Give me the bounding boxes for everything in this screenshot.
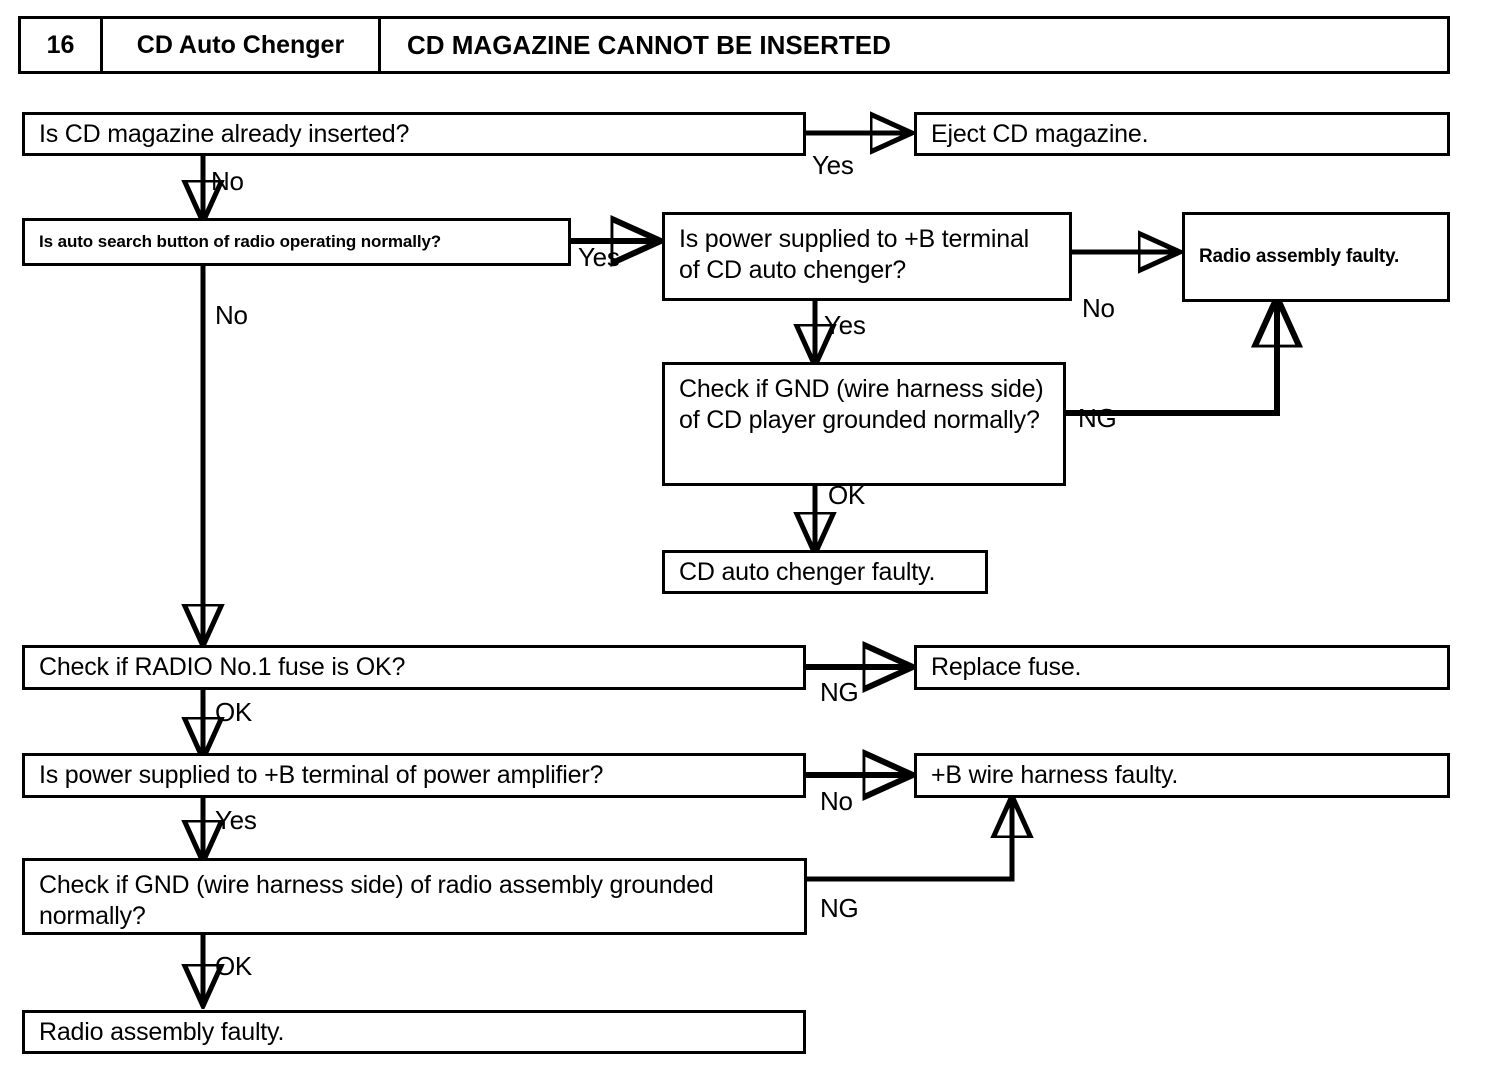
node-r6-box[interactable]: Radio assembly faulty. (22, 1010, 806, 1054)
header-table: 16 CD Auto Chenger CD MAGAZINE CANNOT BE… (18, 16, 1450, 74)
node-q3-label: Is power supplied to +B terminal of CD a… (679, 225, 1030, 284)
node-r1-label: Eject CD magazine. (931, 119, 1149, 148)
node-r5-label: +B wire harness faulty. (931, 761, 1179, 790)
node-q7-box[interactable]: Check if GND (wire harness side) of radi… (22, 858, 807, 935)
node-r3-label: CD auto chenger faulty. (679, 557, 936, 586)
edge-label-q3-no: No (1082, 293, 1115, 323)
node-q4-label: Check if GND (wire harness side) of CD p… (679, 375, 1044, 434)
edge-label-q4-ok: OK (828, 480, 865, 510)
node-r2-box[interactable]: Radio assembly faulty. (1182, 212, 1450, 302)
node-r6-label: Radio assembly faulty. (39, 1017, 285, 1046)
header-number-cell: 16 (21, 19, 103, 71)
edge-label-q4-ng: NG (1078, 403, 1117, 433)
edge-label-q7-ok: OK (215, 951, 252, 981)
node-q6-box[interactable]: Is power supplied to +B terminal of powe… (22, 753, 806, 798)
edge-label-q7-ng: NG (820, 893, 859, 923)
header-title-cell: CD MAGAZINE CANNOT BE INSERTED (407, 29, 891, 60)
node-q1-box[interactable]: Is CD magazine already inserted? (22, 112, 806, 156)
node-q4-box[interactable]: Check if GND (wire harness side) of CD p… (662, 362, 1066, 486)
node-q5-box[interactable]: Check if RADIO No.1 fuse is OK? (22, 645, 806, 690)
edge-label-q3-yes: Yes (824, 310, 866, 340)
edge-label-q1-yes: Yes (812, 150, 854, 180)
edge-label-q5-ok: OK (215, 697, 252, 727)
header-system-cell: CD Auto Chenger (103, 19, 381, 71)
node-r2-label: Radio assembly faulty. (1199, 246, 1400, 268)
node-r5-box[interactable]: +B wire harness faulty. (914, 753, 1450, 798)
node-q1-label: Is CD magazine already inserted? (39, 119, 410, 148)
node-r1-box[interactable]: Eject CD magazine. (914, 112, 1450, 156)
edge-label-q6-yes: Yes (215, 805, 257, 835)
node-q6-label: Is power supplied to +B terminal of powe… (39, 761, 604, 790)
node-r4-label: Replace fuse. (931, 653, 1082, 682)
edge-label-q6-no: No (820, 786, 853, 816)
node-r4-box[interactable]: Replace fuse. (914, 645, 1450, 690)
node-q2-box[interactable]: Is auto search button of radio operating… (22, 218, 571, 266)
node-q7-label: Check if GND (wire harness side) of radi… (39, 871, 714, 930)
edge-label-q2-yes: Yes (578, 242, 620, 272)
node-q5-label: Check if RADIO No.1 fuse is OK? (39, 653, 406, 682)
edge-label-q2-no: No (215, 300, 248, 330)
edge-label-q5-ng: NG (820, 677, 859, 707)
edge-label-q1-no: No (211, 166, 244, 196)
node-q3-box[interactable]: Is power supplied to +B terminal of CD a… (662, 212, 1072, 301)
node-r3-box[interactable]: CD auto chenger faulty. (662, 550, 988, 594)
node-q2-label: Is auto search button of radio operating… (39, 231, 442, 251)
